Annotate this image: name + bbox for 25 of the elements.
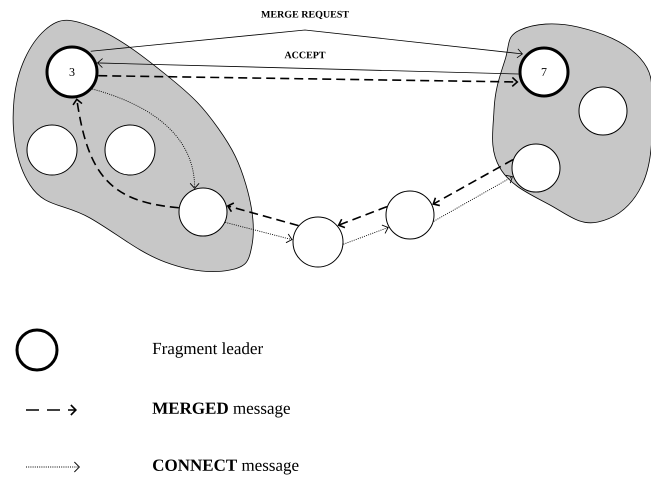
connect-arrow [433,174,513,222]
arrow [96,58,519,74]
connect-arrow [92,88,200,189]
merged-arrow [432,158,514,206]
connect-arrow [224,222,293,244]
edge-label: ACCEPT [283,50,327,60]
legend-label: CONNECT message [153,460,298,474]
arrow [90,30,523,58]
merged-arrow [338,206,388,228]
merged-arrow [98,74,518,87]
node-circle [292,216,344,268]
connect-arrow [342,224,389,245]
leader-node: 7 [518,46,570,98]
legend-label: Fragment leader [152,342,263,358]
leader-node: 3 [46,46,98,98]
node-circle [512,144,560,192]
edge-label: MERGE REQUEST [260,10,350,20]
node-circle [386,190,434,240]
merged-arrow [72,98,179,209]
node-circle [178,188,228,236]
node-circle [578,86,628,136]
legend-label: MERGED message [152,402,290,418]
node-circle [104,124,156,176]
node-circle [26,124,78,176]
merged-arrow [226,202,299,226]
